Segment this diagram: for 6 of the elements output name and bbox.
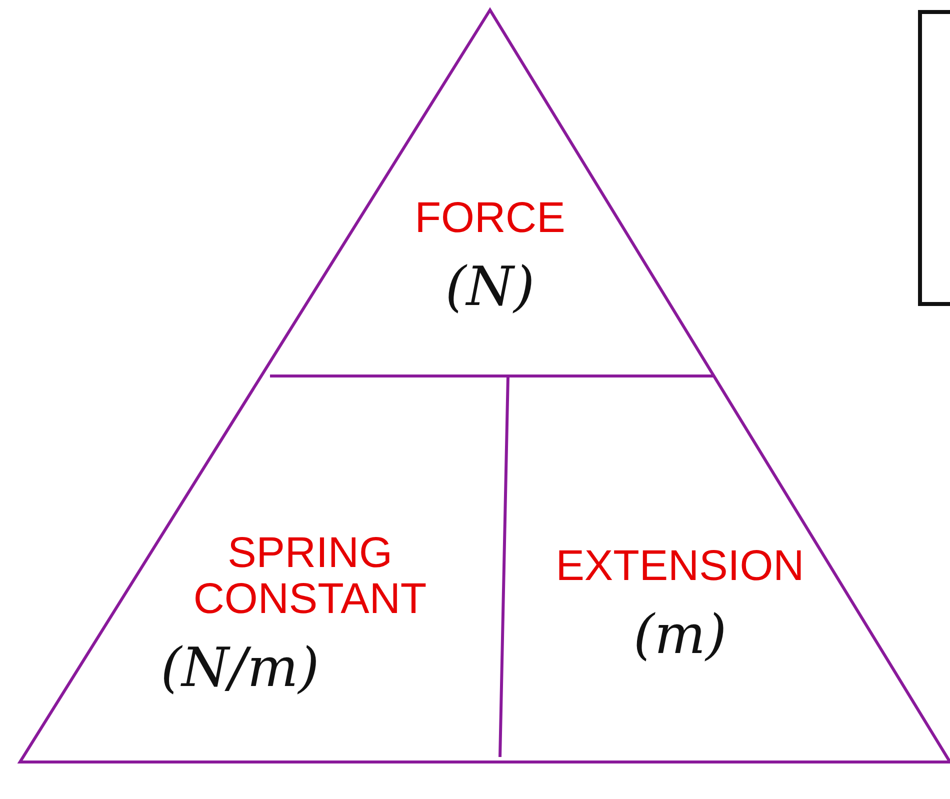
quantity-label: EXTENSION xyxy=(554,543,806,589)
quantity-label: FORCE xyxy=(414,195,566,241)
unit-label: (N) xyxy=(445,255,535,319)
quantity-label: SPRING CONSTANT xyxy=(192,530,428,622)
unit-label: (N/m) xyxy=(160,636,320,700)
unit-label: (m) xyxy=(633,603,727,667)
